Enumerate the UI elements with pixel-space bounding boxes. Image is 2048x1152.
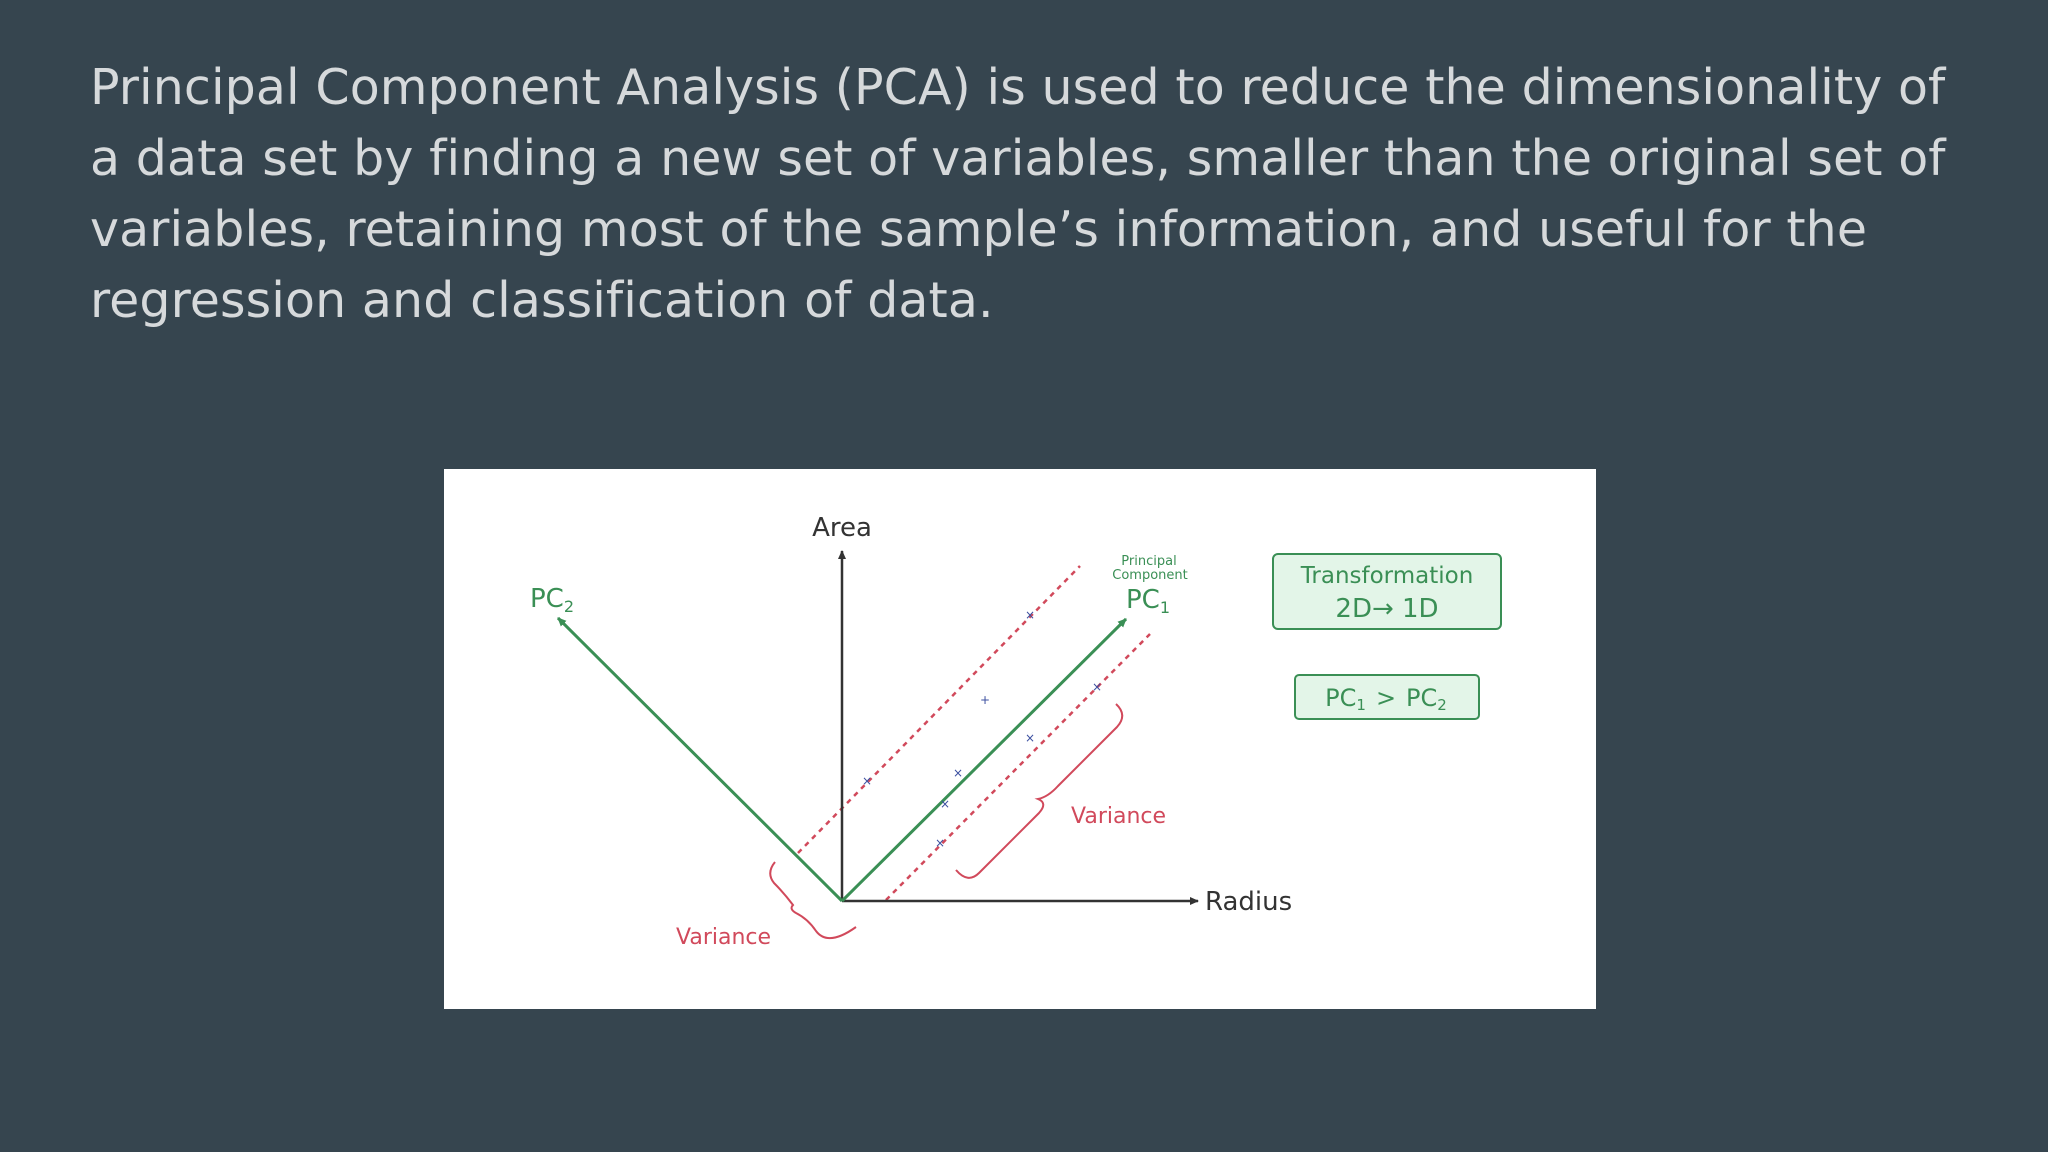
- comparison-box: [1294, 674, 1480, 720]
- pc2-label: PC2: [530, 584, 574, 616]
- variance-brace-right: [955, 703, 1124, 879]
- data-point: ×: [862, 774, 872, 788]
- pc1-label: PC1: [1126, 585, 1170, 617]
- data-point: ×: [1025, 608, 1035, 622]
- pc1-line: [840, 617, 1128, 903]
- data-point: +: [980, 693, 990, 707]
- variance-boundary-lower: [885, 633, 1151, 901]
- pc2-label-main: PC: [530, 584, 564, 614]
- comparison-right: PC: [1406, 684, 1437, 712]
- variance-label-right: Variance: [1071, 804, 1166, 829]
- pc1-label-main: PC: [1126, 585, 1160, 615]
- transformation-line1: Transformation: [1300, 563, 1474, 589]
- pc2-label-sub: 2: [564, 597, 574, 616]
- y-axis-label: Area: [812, 513, 872, 543]
- slide-body-text: Principal Component Analysis (PCA) is us…: [90, 59, 1946, 329]
- comparison-right-sub: 2: [1437, 696, 1447, 714]
- transformation-line2: 2D→ 1D: [1335, 594, 1438, 624]
- pc2-line: [556, 616, 844, 903]
- pca-diagram-svg: × × × + × × × × Area Radius PC2 Principa…: [530, 513, 1502, 950]
- data-point: ×: [953, 766, 963, 780]
- pca-diagram: × × × + × × × × Area Radius PC2 Principa…: [444, 469, 1596, 1009]
- comparison-left: PC: [1325, 684, 1356, 712]
- sample-points: × × × + × × × ×: [862, 608, 1102, 850]
- variance-label-left: Variance: [676, 925, 771, 950]
- pc1-caption-line1: Principal: [1121, 554, 1176, 569]
- transformation-box: [1272, 553, 1502, 630]
- data-point: ×: [935, 836, 945, 850]
- comparison-text: PC1>PC2: [1325, 684, 1447, 714]
- variance-boundary-upper: [797, 565, 1081, 854]
- pc1-label-sub: 1: [1160, 598, 1170, 617]
- x-axis-label: Radius: [1205, 887, 1292, 917]
- pc1-caption-line2: Component: [1112, 568, 1187, 583]
- comparison-left-sub: 1: [1356, 696, 1366, 714]
- data-point: ×: [1092, 680, 1102, 694]
- data-point: ×: [1025, 731, 1035, 745]
- data-point: ×: [940, 797, 950, 811]
- variance-brace-left: [769, 861, 857, 939]
- comparison-operator: >: [1376, 684, 1396, 712]
